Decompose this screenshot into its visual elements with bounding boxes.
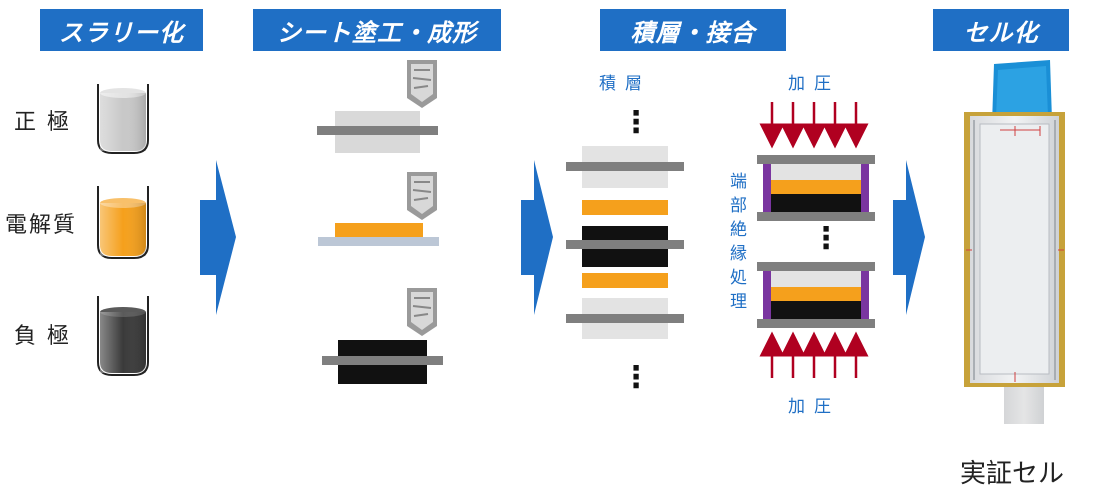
beaker-electrolyte — [97, 186, 149, 259]
pressure-label-top: 加圧 — [788, 74, 840, 94]
process-arrow-1 — [200, 160, 236, 315]
slurry-label-anode: 負 極 — [14, 324, 71, 349]
demo-cell — [964, 60, 1065, 424]
beaker-cathode — [97, 84, 149, 154]
coating-nozzle-2 — [407, 172, 437, 220]
sheet-cathode — [317, 111, 438, 153]
coating-nozzle-1 — [407, 60, 437, 108]
process-arrow-3 — [893, 160, 925, 315]
cell-caption: 実証セル — [960, 459, 1065, 489]
slurry-label-electrolyte: 電解質 — [5, 213, 78, 238]
step-header-sheet-coating: シート塗工・成形 — [253, 9, 501, 51]
slurry-label-cathode: 正 極 — [14, 110, 71, 135]
pressure-label-bottom: 加圧 — [788, 397, 840, 417]
step-header-stacking: 積層・接合 — [600, 9, 786, 51]
process-arrow-2 — [521, 160, 553, 315]
sheet-anode — [322, 340, 443, 384]
step-header-slurry: スラリー化 — [40, 9, 203, 51]
stack — [566, 146, 684, 339]
press-arrows-top — [759, 102, 869, 149]
pressed-unit-2 — [757, 262, 875, 328]
coating-nozzle-3 — [407, 288, 437, 336]
press-arrows-bottom — [759, 331, 869, 378]
beaker-anode — [97, 296, 149, 376]
stacking-label: 積層 — [599, 74, 651, 94]
step-header-cell: セル化 — [933, 9, 1069, 51]
edge-insulation-label: 端部絶縁処理 — [726, 172, 746, 316]
pressed-unit-1 — [757, 155, 875, 221]
sheet-electrolyte — [318, 223, 439, 246]
